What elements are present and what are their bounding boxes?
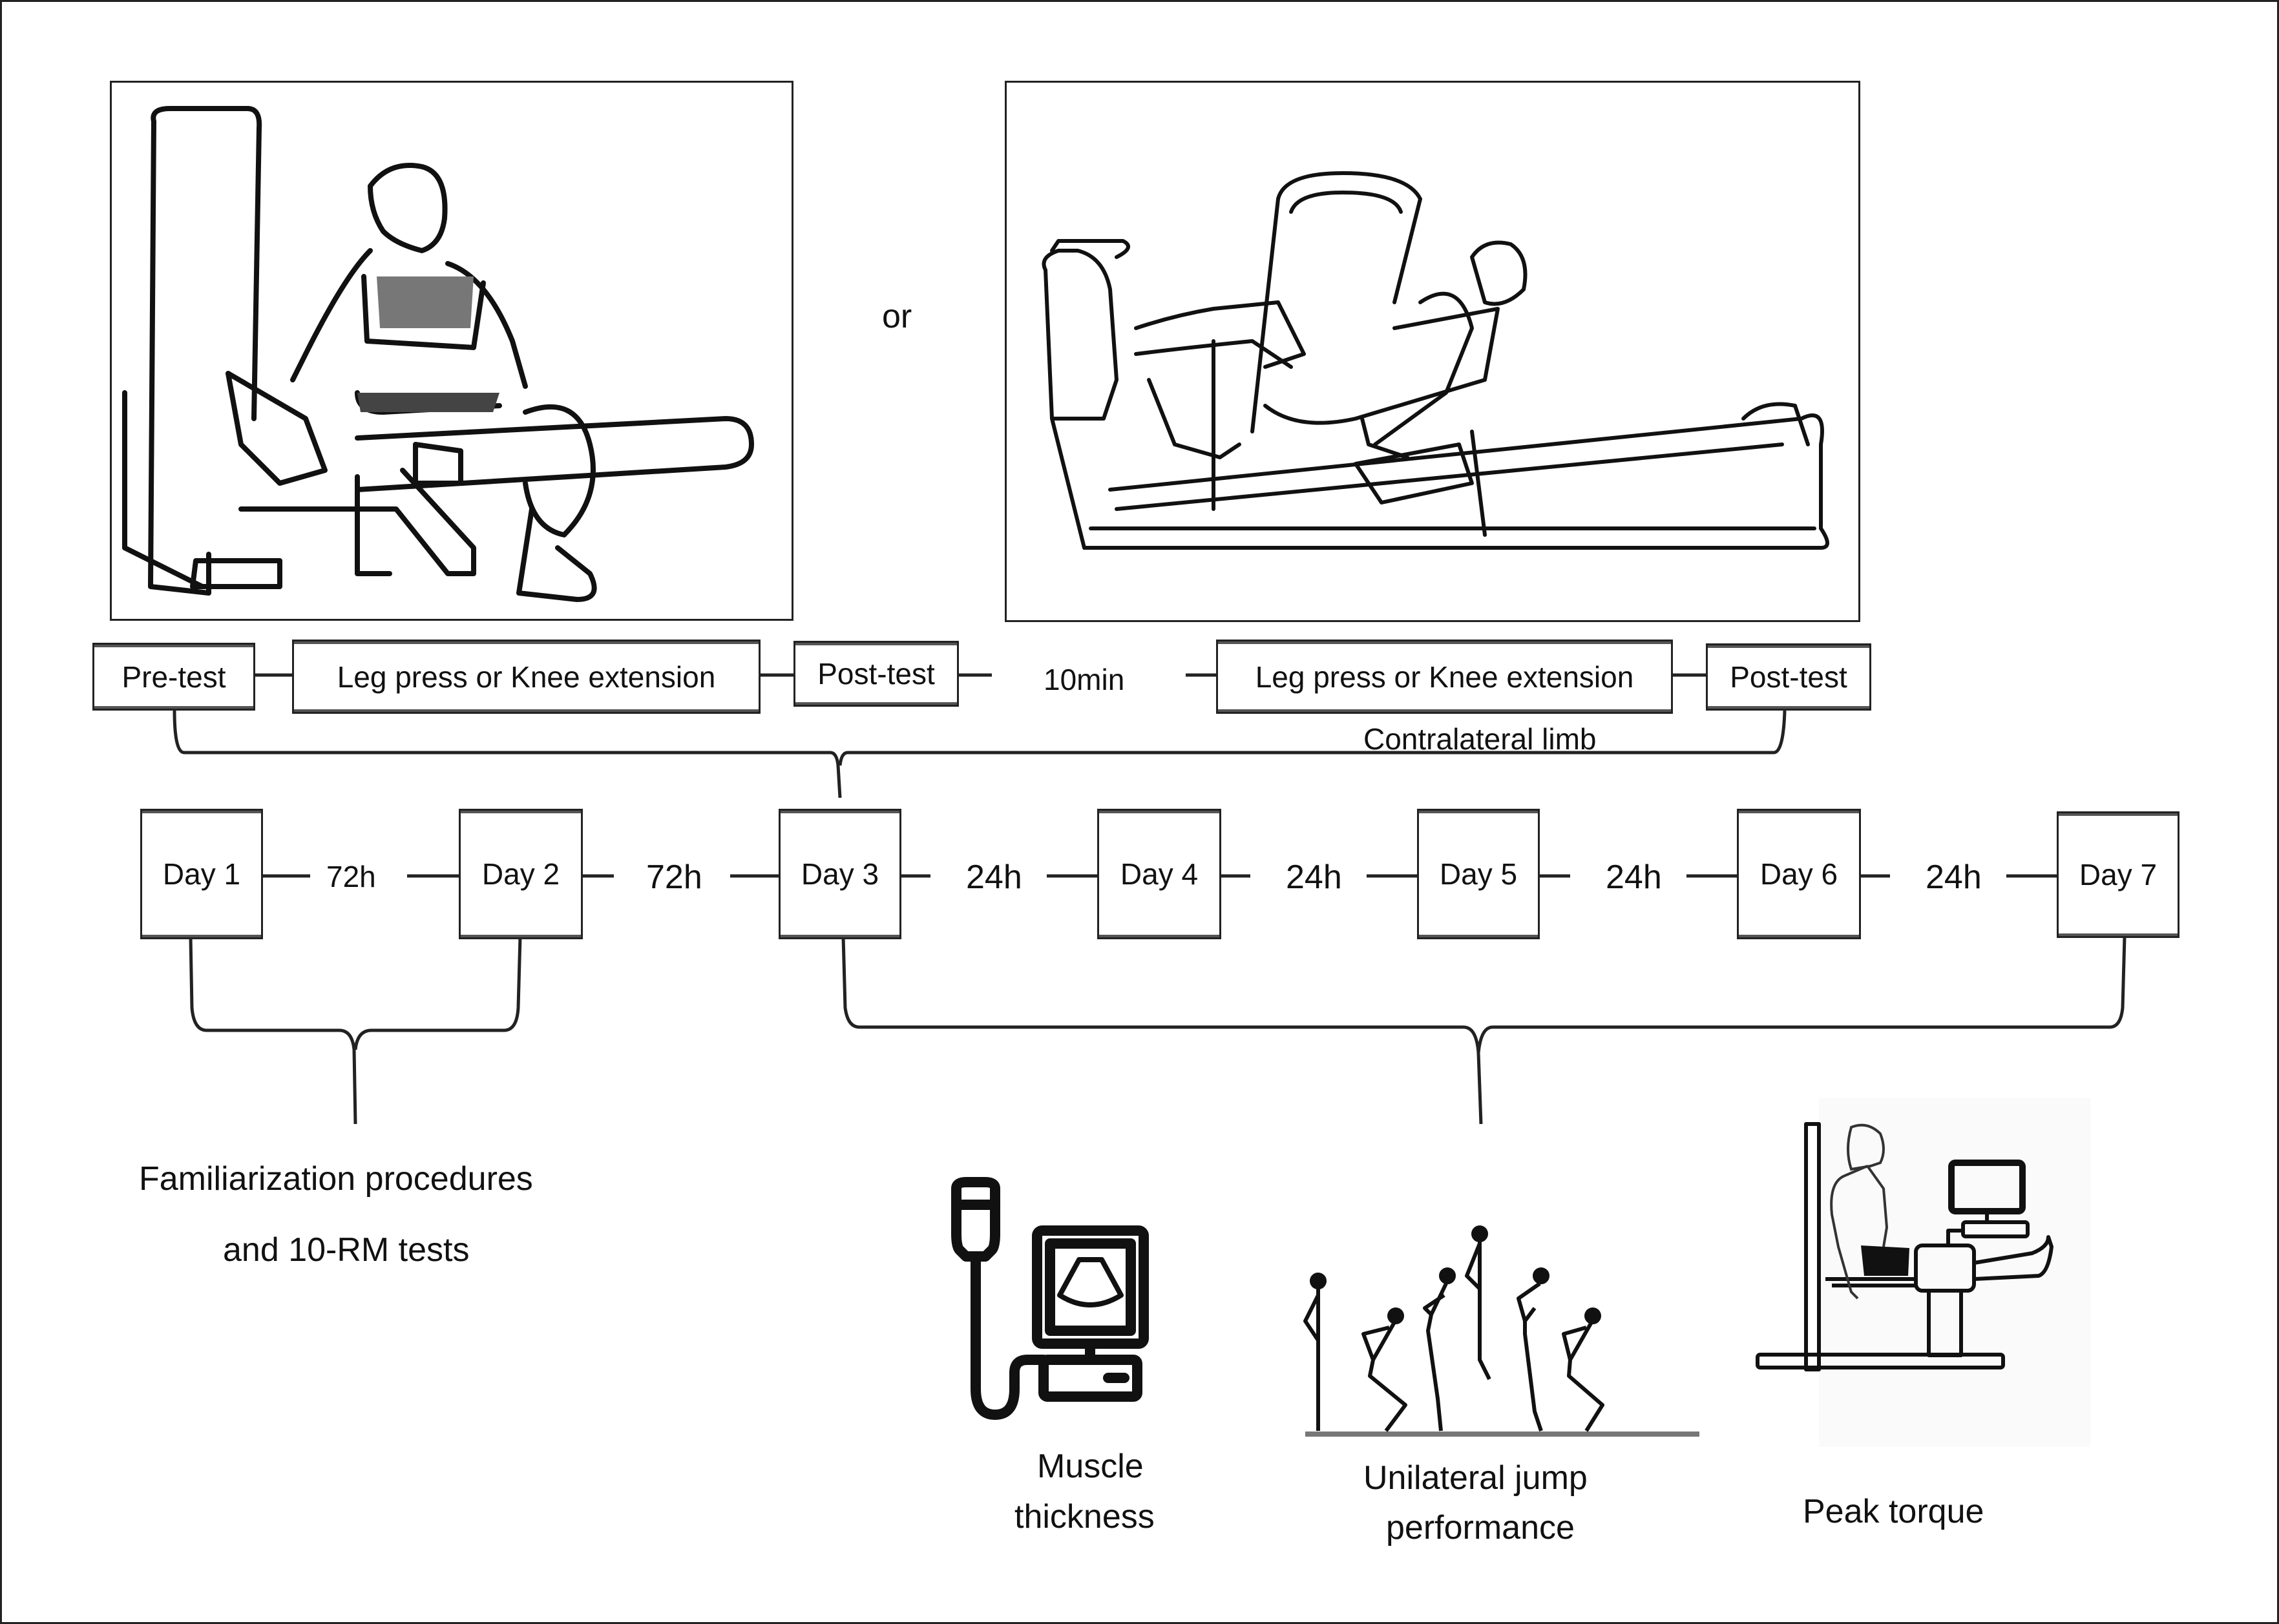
familiarization-line-1: Familiarization procedures (139, 1160, 533, 1198)
post-test-box-1: Post-test (793, 641, 959, 707)
day-box-4: Day 4 (1097, 809, 1221, 939)
day-box-7: Day 7 (2057, 811, 2179, 938)
post-test-box-2: Post-test (1706, 643, 1871, 711)
leg-press-panel (1005, 81, 1860, 622)
leg-press-machine-icon (1042, 171, 1829, 550)
knee-extension-panel (110, 81, 793, 621)
rest-interval-label: 10min (1044, 663, 1125, 696)
exercise-box-1: Leg press or Knee extension (292, 640, 761, 714)
exercise-box-2: Leg press or Knee extension (1216, 640, 1673, 714)
measure-label-muscle-2: thickness (1014, 1498, 1155, 1536)
or-label: or (882, 298, 912, 335)
measure-label-muscle-1: Muscle (1037, 1448, 1144, 1485)
day-box-6: Day 6 (1737, 809, 1861, 939)
pre-test-box: Pre-test (92, 643, 255, 711)
interval-label-1: 72h (326, 860, 376, 893)
familiarization-line-2: and 10-RM tests (223, 1231, 470, 1269)
ultrasound-icon (951, 1177, 1149, 1420)
interval-label-4: 24h (1286, 859, 1342, 896)
day-box-3: Day 3 (779, 809, 901, 939)
jump-sequence-icon (1303, 1225, 1699, 1437)
day-box-1: Day 1 (140, 809, 263, 939)
contralateral-limb-label: Contralateral limb (1363, 722, 1597, 756)
measure-label-jump-1: Unilateral jump (1363, 1459, 1588, 1497)
measure-label-torque: Peak torque (1803, 1493, 1984, 1530)
dynamometer-icon (1756, 1098, 2090, 1447)
day-box-2: Day 2 (459, 809, 583, 939)
measure-label-jump-2: performance (1386, 1509, 1575, 1546)
interval-label-5: 24h (1606, 859, 1662, 896)
day-box-5: Day 5 (1417, 809, 1540, 939)
knee-extension-machine-icon (122, 106, 754, 602)
interval-label-6: 24h (1926, 859, 1982, 896)
interval-label-2: 72h (646, 859, 702, 896)
interval-label-3: 24h (966, 859, 1022, 896)
